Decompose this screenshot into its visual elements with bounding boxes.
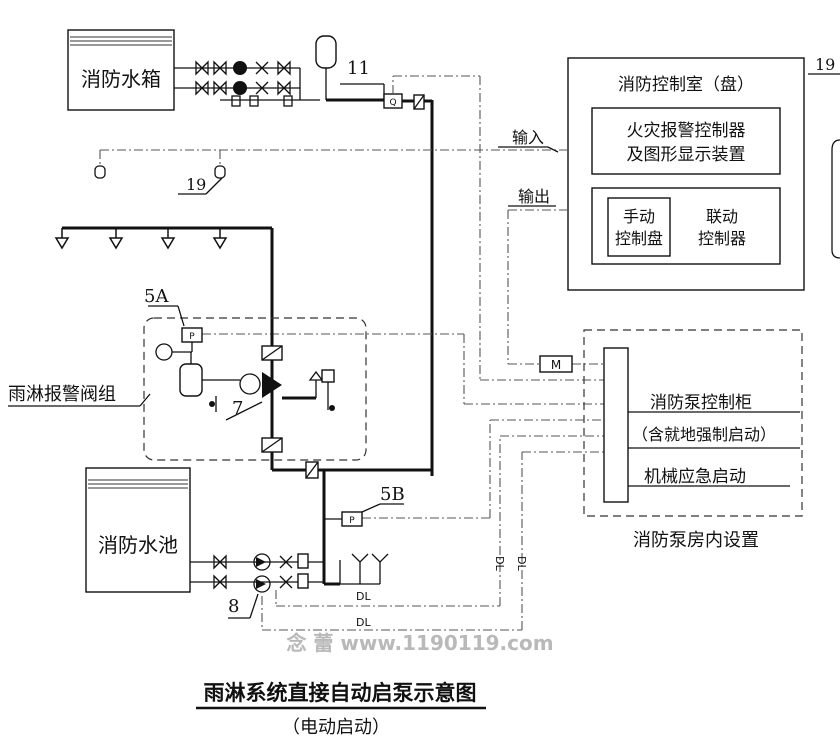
main-pump-1-icon [253, 553, 271, 571]
label-19-mid: 19 [186, 175, 206, 194]
dl-label-3: DL [493, 556, 506, 571]
deluge-valve-group: P [143, 317, 367, 461]
pool-label: 消防水池 [98, 533, 178, 557]
signal-lines [94, 75, 604, 631]
input-label: 输入 [512, 128, 544, 147]
deluge-valve-group-label: 雨淋报警阀组 [8, 384, 116, 405]
fire-alarm-controller [591, 107, 781, 175]
label-8: 8 [228, 596, 239, 617]
supply-pipe [272, 461, 432, 584]
diagram-subtitle: （电动启动） [282, 717, 390, 738]
tank-outlet-pipes [174, 60, 320, 107]
motor-box [539, 355, 573, 373]
motor-label: M [551, 358, 561, 372]
pressure-switch-5a-label: P [189, 332, 195, 342]
flow-switch-label: Q [389, 98, 396, 108]
pump-room: 消防泵控制柜 （含就地强制启动） 机械应急启动 [583, 329, 803, 517]
mech-start-label: 机械应急启动 [644, 467, 746, 487]
manual-line2: 控制盘 [615, 229, 663, 248]
dl-label-2: DL [356, 616, 371, 629]
label-11: 11 [347, 58, 370, 79]
pressure-switch-5b-label: P [349, 516, 355, 526]
linkage-line2: 控制器 [698, 229, 746, 248]
pump-cabinet-note: （含就地强制启动） [632, 425, 776, 444]
main-pumps [190, 553, 389, 593]
fire-water-pool: 消防水池 [85, 467, 191, 593]
pump-control-cabinet-bar [603, 347, 629, 503]
tank-riser-pipe: Q [326, 83, 434, 476]
stabilizer-pump-icon [233, 61, 247, 75]
diagram-title: 雨淋系统直接自动启泵示意图 [204, 681, 477, 705]
fire-alarm-line1: 火灾报警控制器 [627, 121, 746, 141]
pump-room-label: 消防泵房内设置 [633, 530, 759, 551]
dl-label-1: DL [356, 590, 371, 603]
fire-alarm-line2: 及图形显示装置 [627, 145, 746, 165]
control-room-title: 消防控制室（盘） [618, 75, 754, 95]
fire-water-tank: 消防水箱 [67, 29, 175, 111]
label-19-top: 19 [815, 55, 835, 74]
main-pump-2-icon [253, 575, 271, 593]
pressure-tank [315, 35, 337, 100]
sprinkler-network [54, 226, 274, 470]
manual-line1: 手动 [623, 207, 655, 226]
dl-label-4: DL [515, 556, 528, 571]
label-5a: 5A [144, 286, 169, 307]
tank-label: 消防水箱 [81, 67, 161, 91]
label-7: 7 [232, 398, 243, 419]
deluge-valve-icon [239, 373, 261, 395]
pump-cabinet-label: 消防泵控制柜 [650, 393, 752, 413]
linkage-line1: 联动 [706, 207, 738, 226]
output-label: 输出 [518, 187, 550, 206]
manual-control-panel [607, 197, 671, 257]
watermark: 念 蕾 www.1190119.com [286, 631, 553, 655]
fire-control-room: 消防控制室（盘） 火灾报警控制器 及图形显示装置 手动 控制盘 联动 控制器 [567, 57, 805, 291]
label-5b: 5B [380, 484, 405, 505]
